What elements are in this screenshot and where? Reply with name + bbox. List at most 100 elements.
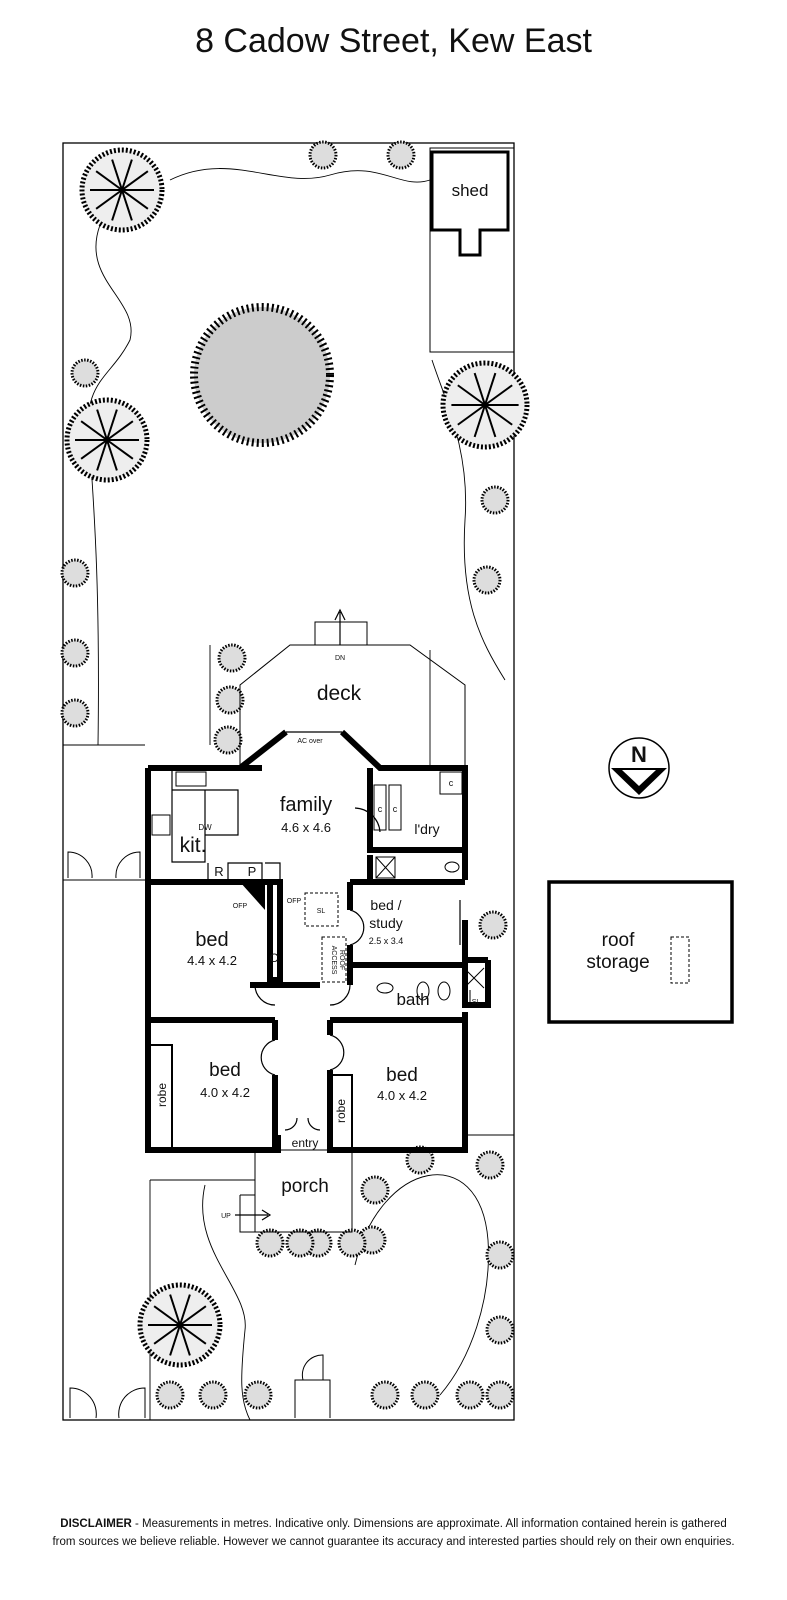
shrub-icon xyxy=(478,910,508,940)
shrub-icon xyxy=(485,1380,515,1410)
disclaimer-label: DISCLAIMER xyxy=(60,1518,132,1530)
fireplace-icon xyxy=(240,882,265,910)
disclaimer-line-1: - Measurements in metres. Indicative onl… xyxy=(131,1518,727,1530)
disclaimer-line-2: from sources we believe reliable. Howeve… xyxy=(52,1536,735,1548)
toilet-icon xyxy=(437,981,451,1001)
dn-arrow-icon xyxy=(334,608,346,645)
roof-hatch xyxy=(670,936,690,984)
up-label: UP xyxy=(221,1213,231,1220)
study-label: bed / xyxy=(370,897,401,913)
shed-label: shed xyxy=(452,181,489,200)
shrub-icon xyxy=(285,1228,315,1258)
floor-plan: shed DN deck kit. DW R P AC over family … xyxy=(60,140,734,1421)
shrub-icon xyxy=(480,485,510,515)
skylight xyxy=(304,892,339,927)
shrub-icon xyxy=(155,1380,185,1410)
bed-dim: 4.4 x 4.2 xyxy=(187,953,237,968)
shrub-icon xyxy=(70,358,100,388)
bed-label: bed xyxy=(386,1065,418,1086)
kitchen-label: kit. xyxy=(180,834,207,857)
door-swings xyxy=(254,807,381,1131)
trees xyxy=(60,140,530,1410)
shrub-icon xyxy=(455,1380,485,1410)
shrub-icon xyxy=(60,638,90,668)
page-title: 8 Cadow Street, Kew East xyxy=(195,22,592,60)
house-walls xyxy=(145,729,491,1153)
shed-building xyxy=(430,150,510,257)
shrub-icon xyxy=(215,685,245,715)
svg-text:N: N xyxy=(631,742,647,767)
shrub-icon xyxy=(198,1380,228,1410)
dn-label: DN xyxy=(335,655,345,662)
family-dim: 4.6 x 4.6 xyxy=(281,820,331,835)
shrub-icon xyxy=(485,1315,515,1345)
robe xyxy=(150,1044,173,1148)
basin-icon xyxy=(376,982,394,994)
disclaimer: DISCLAIMER - Measurements in metres. Ind… xyxy=(0,1515,787,1551)
roof-access-hatch xyxy=(321,936,347,983)
stove-icon xyxy=(151,814,171,836)
roof-storage xyxy=(547,880,734,1024)
ofp-label: OFP xyxy=(233,903,248,910)
roof-storage-label: roof xyxy=(602,930,635,951)
dw-label: DW xyxy=(198,823,212,832)
tree-icon xyxy=(79,147,165,233)
porch-outline xyxy=(254,1149,353,1233)
shrub-icon xyxy=(410,1380,440,1410)
garden-path xyxy=(202,1174,489,1421)
large-tree-icon xyxy=(190,303,334,447)
shrub-icon xyxy=(243,1380,273,1410)
study-dim: 2.5 x 3.4 xyxy=(369,936,404,946)
shrub-icon xyxy=(308,140,338,170)
cupboard xyxy=(388,784,402,831)
cupboard-label: c xyxy=(378,804,383,814)
gate-icon xyxy=(67,851,331,1419)
side-boundary xyxy=(63,645,514,1420)
shrub-icon xyxy=(360,1175,390,1205)
shrub-icon xyxy=(60,698,90,728)
bed-label: bed xyxy=(209,1060,241,1081)
robe-label: robe xyxy=(155,1083,169,1107)
shrub-icon xyxy=(255,1228,285,1258)
bath-label: bath xyxy=(396,990,429,1009)
roof-storage-label: storage xyxy=(586,952,649,973)
cupboard-label: c xyxy=(393,804,398,814)
shrub-icon xyxy=(213,725,243,755)
sl-label: SL xyxy=(317,908,326,915)
shrub-icon xyxy=(370,1380,400,1410)
tree-icon xyxy=(137,1282,223,1368)
toilet-icon xyxy=(416,981,430,1001)
kitchen-bench xyxy=(171,768,239,863)
robe xyxy=(330,1074,353,1148)
family-label: family xyxy=(280,794,332,816)
up-arrow-icon xyxy=(235,1209,272,1221)
r-label: R xyxy=(214,864,223,879)
garden-path xyxy=(87,168,431,746)
ofp-label: OFP xyxy=(287,898,302,905)
shrub-icon xyxy=(386,140,416,170)
entry-label: entry xyxy=(292,1136,319,1150)
shed-enclosure xyxy=(429,147,515,353)
ac-over-label: AC over xyxy=(297,738,323,745)
robe-label: robe xyxy=(334,1099,348,1123)
sl-label: SL xyxy=(472,999,481,1006)
bed-label: bed xyxy=(195,929,228,951)
cupboard xyxy=(439,771,463,795)
bed-dim: 4.0 x 4.2 xyxy=(200,1085,250,1100)
deck-steps xyxy=(314,621,368,646)
roof-access-label: ROOF xyxy=(338,950,345,970)
pantry-fridge xyxy=(207,862,281,881)
deck-label: deck xyxy=(317,682,362,705)
shrub-icon xyxy=(472,565,502,595)
toilet-icon xyxy=(444,861,460,873)
bed-dim: 4.0 x 4.2 xyxy=(377,1088,427,1103)
p-label: P xyxy=(248,864,257,879)
shower-icon xyxy=(463,967,485,1005)
roof-access-label: ACCESS xyxy=(330,946,337,975)
porch-steps xyxy=(239,1194,255,1233)
study-label: study xyxy=(369,915,402,931)
shrub-icon xyxy=(337,1228,367,1258)
sink-icon xyxy=(175,771,207,787)
tree-icon xyxy=(440,360,530,450)
shrub-icon xyxy=(485,1240,515,1270)
